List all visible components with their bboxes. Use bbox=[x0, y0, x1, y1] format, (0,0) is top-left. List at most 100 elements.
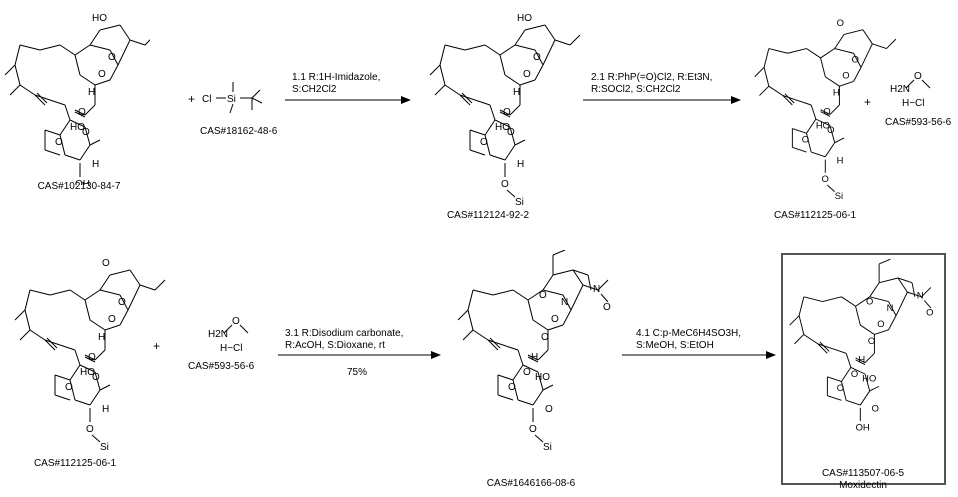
methoxyamine-cas-2: CAS#593-56-6 bbox=[188, 361, 255, 372]
product-highlight-box bbox=[781, 253, 946, 485]
atom-label: H bbox=[837, 154, 844, 165]
atom-label: O bbox=[523, 367, 531, 378]
atom-label: O bbox=[507, 127, 515, 138]
atom-label: O bbox=[868, 335, 875, 346]
plus-sign-1: + bbox=[188, 92, 196, 106]
atom-label: O bbox=[108, 314, 116, 325]
atom-label: N bbox=[561, 297, 568, 308]
step-2-conditions-line2: R:SOCl2, S:CH2Cl2 bbox=[591, 84, 681, 95]
atom-label: O bbox=[78, 107, 86, 118]
intermediate-3-cas: CAS#1646166-08-6 bbox=[486, 478, 576, 489]
atom-label: H bbox=[92, 159, 99, 170]
atom-label: O bbox=[508, 382, 516, 393]
svg-text:O: O bbox=[232, 316, 240, 327]
atom-label: O bbox=[823, 105, 830, 116]
atom-label: O bbox=[55, 137, 63, 148]
atom-label: O bbox=[480, 137, 488, 148]
intermediate-2-row2-cas: CAS#112125-06-1 bbox=[33, 458, 117, 469]
intermediate-2-cas: CAS#112125-06-1 bbox=[773, 210, 857, 221]
atom-label: O bbox=[851, 368, 858, 379]
svg-text:H2N: H2N bbox=[890, 84, 910, 95]
oh-label: OH bbox=[856, 421, 870, 432]
step-1-conditions-line2: S:CH2Cl2 bbox=[292, 84, 337, 95]
tbscl-cas: CAS#18162-48-6 bbox=[200, 126, 278, 137]
atom-label: O bbox=[545, 404, 553, 415]
atom-label: H bbox=[98, 332, 105, 343]
atom-label: HO bbox=[535, 372, 550, 383]
atom-label: O bbox=[523, 69, 531, 80]
tbscl-si: Si bbox=[227, 94, 236, 105]
atom-label: H bbox=[517, 159, 524, 170]
atom-label: O bbox=[108, 52, 116, 63]
step-4-conditions-line2: S:MeOH, S:EtOH bbox=[636, 340, 714, 351]
atom-label: O bbox=[551, 314, 559, 325]
atom-label: HO bbox=[70, 122, 85, 133]
atom-label: H bbox=[858, 354, 865, 365]
atom-label: O bbox=[866, 295, 873, 306]
atom-label: N bbox=[887, 302, 894, 313]
plus-sign-2: + bbox=[864, 95, 872, 109]
atom-label: O bbox=[118, 297, 126, 308]
oxime-o: O bbox=[603, 302, 611, 313]
tbs-si: Si bbox=[835, 190, 843, 201]
svg-text:H2N: H2N bbox=[208, 329, 228, 340]
oxime-n: N bbox=[593, 284, 600, 295]
atom-label: O bbox=[842, 70, 849, 81]
svg-text:O: O bbox=[837, 17, 844, 28]
atom-label: O bbox=[872, 403, 879, 414]
atom-label: HO bbox=[495, 122, 510, 133]
intermediate-1-cas: CAS#112124-92-2 bbox=[446, 210, 530, 221]
atom-label: O bbox=[503, 107, 511, 118]
atom-label: HO bbox=[816, 120, 830, 131]
starting-material-cas: CAS#102130-84-7 bbox=[37, 181, 121, 192]
oxime-o: O bbox=[926, 307, 933, 318]
atom-label: H bbox=[88, 87, 95, 98]
atom-label: O bbox=[539, 290, 547, 301]
svg-text:H−Cl: H−Cl bbox=[220, 343, 243, 354]
tbs-si: Si bbox=[515, 197, 524, 205]
tbs-si: Si bbox=[100, 442, 109, 450]
svg-text:O: O bbox=[102, 258, 110, 269]
svg-text:HO: HO bbox=[517, 13, 532, 24]
atom-label: O bbox=[98, 69, 106, 80]
step-1-conditions-line1: 1.1 R:1H-Imidazole, bbox=[292, 72, 381, 83]
tbs-o: O bbox=[822, 173, 829, 184]
step-3-yield: 75% bbox=[347, 367, 368, 378]
atom-label: H bbox=[531, 352, 538, 363]
atom-label: O bbox=[852, 54, 859, 65]
atom-label: H bbox=[513, 87, 520, 98]
product-name: Moxidectin bbox=[839, 480, 887, 491]
atom-label: H bbox=[833, 87, 840, 98]
step-3-conditions-line2: R:AcOH, S:Dioxane, rt bbox=[285, 340, 386, 351]
atom-label: O bbox=[82, 127, 90, 138]
atom-label: O bbox=[827, 124, 834, 135]
product-cas: CAS#113507-06-5 bbox=[821, 468, 905, 479]
atom-label: O bbox=[877, 318, 884, 329]
tbs-o: O bbox=[529, 424, 537, 435]
step-3-conditions-line1: 3.1 R:Disodium carbonate, bbox=[285, 328, 404, 339]
atom-label: O bbox=[541, 332, 549, 343]
atom-label: HO bbox=[862, 373, 876, 384]
tbs-o: O bbox=[86, 424, 94, 435]
molecule-methoxyamine-hcl-1: H2N O H−Cl bbox=[890, 71, 931, 109]
step-4-conditions-line1: 4.1 C:p-MeC6H4SO3H, bbox=[636, 328, 742, 339]
oh-label: OH bbox=[75, 179, 90, 185]
molecule-tbscl: Cl Si bbox=[202, 82, 263, 114]
atom-label: O bbox=[837, 382, 844, 393]
tbs-si: Si bbox=[543, 442, 552, 453]
atom-label: HO bbox=[80, 367, 95, 378]
methoxyamine-cas-1: CAS#593-56-6 bbox=[885, 117, 952, 128]
atom-label: H bbox=[102, 404, 109, 415]
step-2-conditions-line1: 2.1 R:PhP(=O)Cl2, R:Et3N, bbox=[591, 72, 713, 83]
atom-label: O bbox=[88, 352, 96, 363]
molecule-methoxyamine-hcl-2: H2N O H−Cl bbox=[208, 316, 249, 354]
plus-sign-3: + bbox=[153, 339, 161, 353]
tbs-o: O bbox=[501, 179, 509, 190]
